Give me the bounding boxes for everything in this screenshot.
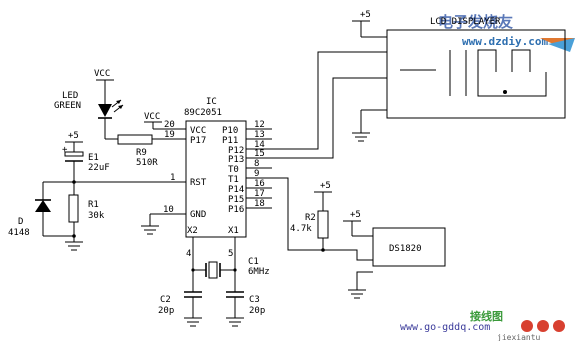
vcc-ic-label: VCC (144, 112, 160, 122)
ic-pin-number-1: 1 (170, 173, 175, 183)
watermark-bottom-logo-icon (521, 320, 565, 332)
capacitor-c2: C2 20p (158, 291, 202, 327)
ic-pin-number-10: 10 (163, 205, 174, 215)
vcc-led-label: VCC (94, 69, 110, 79)
ic-pin-number-14: 14 (254, 140, 265, 150)
ic-pin-number-15: 15 (254, 149, 265, 159)
r2-ref: R2 (305, 213, 316, 223)
watermark-top-brand: 电子发烧友 (438, 13, 513, 31)
watermark-bottom: 接线图 www.go-gddq.com jiexiantu (400, 309, 565, 341)
ic-pin-number-13: 13 (254, 130, 265, 140)
ic-pin-label-p12: P12 (228, 146, 244, 156)
ic-pin-label-gnd: GND (190, 210, 206, 220)
e1-plus: + (62, 145, 68, 155)
resistor-r2 (317, 210, 329, 239)
lcd-label: LCD DISPLAYER (430, 17, 501, 27)
ic-pin-number-16: 16 (254, 179, 265, 189)
c1-ref: C1 (248, 257, 259, 267)
ic-pin-number-12: 12 (254, 120, 265, 130)
watermark-top-url: www.dzdiy.com (462, 35, 548, 48)
ic-pin-number-19: 19 (164, 130, 175, 140)
resistor-r9: R9 510R (117, 134, 160, 168)
e1-supply-label: +5 (68, 131, 79, 141)
ic-pin-label-p16: P16 (228, 205, 244, 215)
ic-pin-label-rst: RST (190, 178, 207, 188)
ic-pin-number-20: 20 (164, 120, 175, 130)
c3-ref: C3 (249, 295, 260, 305)
watermark-bottom-brand: 接线图 (470, 309, 503, 323)
ic-89c2051: IC 89C2051 20 VCC 19 P17 1 RST 10 GND 12… (150, 97, 272, 292)
ic-pin-label-x2: X2 (187, 226, 198, 236)
ds1820-body (372, 227, 446, 267)
watermark-logo-icon (540, 38, 575, 52)
capacitor-c3: C3 20p (226, 291, 265, 327)
r2-supply-label: +5 (320, 181, 331, 191)
ic-pin-label-p10: P10 (222, 126, 238, 136)
ic-pin-label-t0: T0 (228, 165, 239, 175)
ic-pin-number-8: 8 (254, 159, 259, 169)
d-value: 4148 (8, 228, 30, 238)
ic-pin-number-9: 9 (254, 169, 259, 179)
r2-value: 4.7k (290, 224, 312, 234)
led-green: VCC LED GREEN (54, 69, 124, 140)
ic-pin-label-p13: P13 (228, 155, 244, 165)
ic-pin-label-p17: P17 (190, 136, 206, 146)
c3-value: 20p (249, 306, 265, 316)
ic-right-pins: 12 P10 13 P11 14 P12 15 P13 8 T0 9 T1 16… (222, 120, 272, 215)
ground-ic (141, 214, 159, 235)
resistor-r1 (68, 194, 79, 223)
ic-pin-number-18: 18 (254, 199, 265, 209)
ic-body (185, 120, 247, 238)
ds-supply-label: +5 (350, 210, 361, 220)
ic-name: IC (206, 97, 217, 107)
watermark-bottom-url: www.go-gddq.com (400, 322, 490, 333)
lcd-supply-label: +5 (360, 10, 371, 20)
ic-pin-label-t1: T1 (228, 175, 239, 185)
lcd-body (386, 29, 566, 119)
capacitor-e1 (64, 151, 84, 157)
e1-ref: E1 (88, 153, 99, 163)
ic-pin-label-x1: X1 (228, 226, 239, 236)
ic-part: 89C2051 (184, 108, 222, 118)
ic-pin-label-p11: P11 (222, 136, 238, 146)
vcc-ic-supply: VCC (144, 112, 162, 130)
ic-pin-label-p15: P15 (228, 195, 244, 205)
crystal-c1: C1 6MHz (191, 257, 270, 279)
ic-pin-number-4: 4 (186, 249, 191, 259)
r1-ref: R1 (88, 200, 99, 210)
ic-pin-label-vcc: VCC (190, 126, 206, 136)
diode-d (35, 182, 51, 236)
ic-pin-number-17: 17 (254, 189, 265, 199)
sensor-circuit: +5 R2 4.7k +5 DS1820 (272, 177, 446, 299)
led-label-line2: GREEN (54, 101, 81, 111)
watermark-top: 电子发烧友 www.dzdiy.com (438, 13, 575, 52)
r9-value: 510R (136, 158, 158, 168)
d-ref: D (18, 217, 23, 227)
r1-value: 30k (88, 211, 105, 221)
c1-value: 6MHz (248, 267, 270, 277)
ds1820-label: DS1820 (389, 244, 422, 254)
ic-pin-label-p14: P14 (228, 185, 244, 195)
r9-ref: R9 (136, 148, 147, 158)
watermark-bottom-site: jiexiantu (497, 333, 541, 341)
c2-ref: C2 (160, 295, 171, 305)
reset-network: +5 + E1 22uF R1 30k D 4148 (8, 131, 186, 251)
ic-pin-number-5: 5 (228, 249, 233, 259)
lcd-displayer: +5 LCD DISPLAYER (272, 10, 566, 159)
c2-value: 20p (158, 306, 174, 316)
led-label-line1: LED (62, 91, 78, 101)
e1-value: 22uF (88, 163, 110, 173)
